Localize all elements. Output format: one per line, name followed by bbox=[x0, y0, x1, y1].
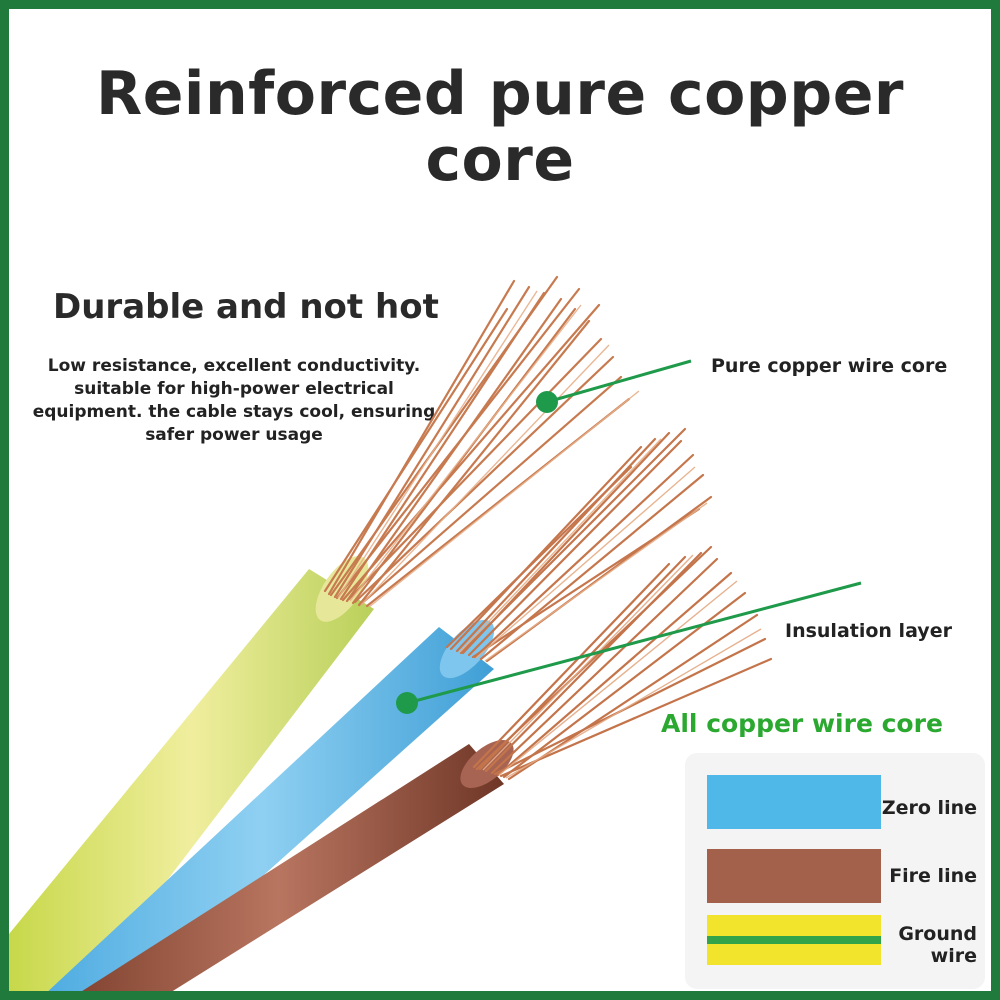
zero-line-label: Zero line bbox=[881, 797, 977, 819]
callout-core-pointer bbox=[536, 359, 692, 413]
cable-illustration bbox=[9, 275, 862, 991]
callout-insulation-pointer bbox=[396, 581, 862, 714]
callout-core-dot bbox=[536, 391, 558, 413]
ground-wire-label: Ground wire bbox=[898, 923, 977, 967]
fire-copper-strands bbox=[472, 545, 773, 781]
page-title: Reinforced pure copper core bbox=[96, 59, 904, 195]
ground-cable-sheath bbox=[9, 569, 374, 991]
fire-line-swatch bbox=[707, 849, 881, 903]
ground-copper-strands bbox=[323, 275, 631, 608]
callout-insulation-dot bbox=[396, 692, 418, 714]
fire-line-label: Fire line bbox=[889, 865, 977, 887]
fire-cable-sheath bbox=[82, 744, 504, 991]
fire-cable bbox=[82, 545, 773, 991]
feature-heading: Durable and not hot bbox=[53, 287, 439, 327]
legend-title: All copper wire core bbox=[661, 709, 943, 738]
ground-cable bbox=[9, 275, 640, 991]
callout-insulation-label: Insulation layer bbox=[785, 620, 952, 642]
zero-copper-strands bbox=[445, 427, 713, 663]
callout-core-label: Pure copper wire core bbox=[711, 355, 948, 377]
color-legend: Zero line Fire line Ground wire bbox=[685, 753, 985, 989]
zero-cable bbox=[48, 427, 713, 991]
ground-wire-swatch bbox=[707, 915, 881, 965]
zero-line-swatch bbox=[707, 775, 881, 829]
feature-description: Low resistance, excellent conductivity. … bbox=[32, 356, 436, 445]
zero-cable-sheath bbox=[48, 627, 494, 991]
